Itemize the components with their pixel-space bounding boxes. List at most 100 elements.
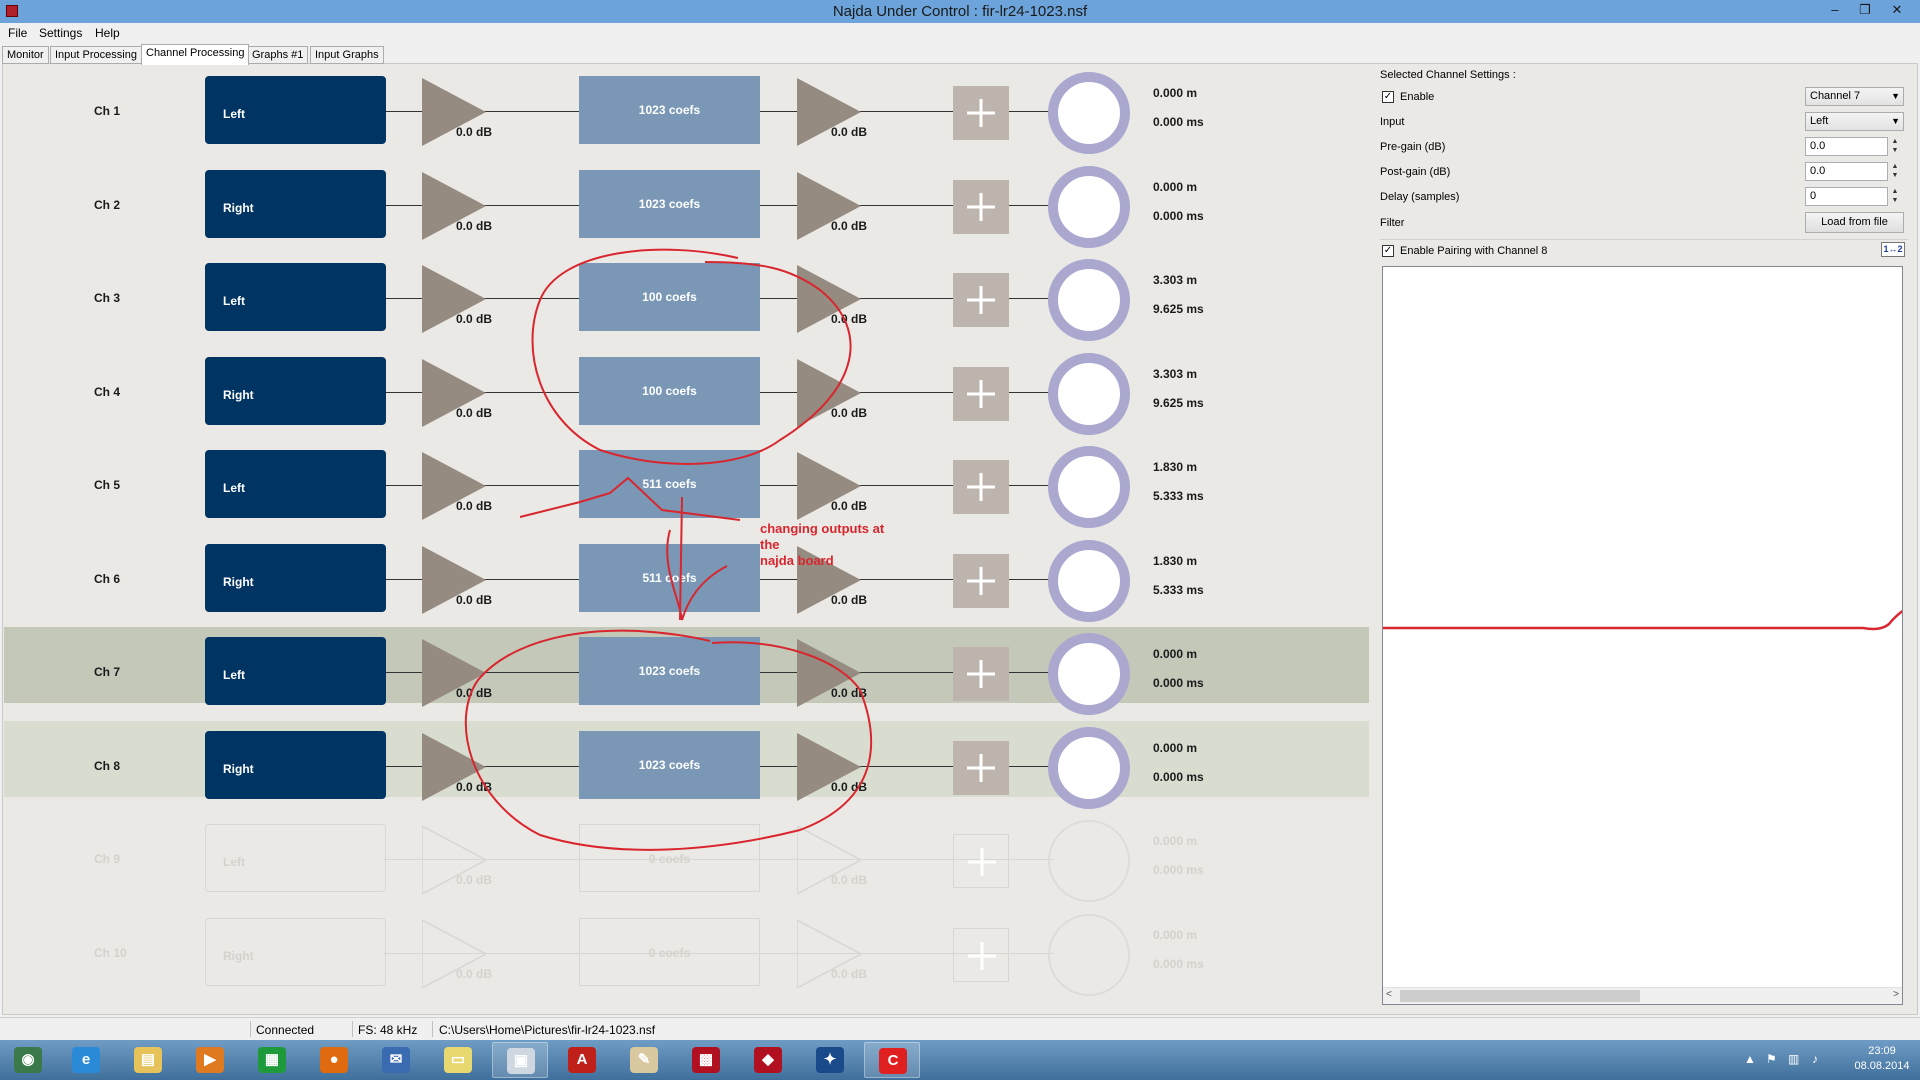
spin-arrows-icon[interactable]: ▲▼: [1891, 188, 1899, 204]
input-select[interactable]: Left▼: [1805, 112, 1904, 131]
input-source-block[interactable]: Left: [205, 76, 386, 144]
plus-icon[interactable]: [953, 460, 1009, 514]
output-ring-icon[interactable]: [1048, 353, 1130, 435]
channel-row-5[interactable]: Ch 5 Left 0.0 dB 511 coefs 0.0 dB 1.830 …: [4, 440, 1369, 528]
output-ring-icon[interactable]: [1048, 259, 1130, 341]
menu-file[interactable]: File: [8, 26, 28, 40]
pre-gain-triangle-icon[interactable]: [422, 452, 486, 520]
pre-gain-triangle-icon[interactable]: [422, 265, 486, 333]
output-ring-icon[interactable]: [1048, 820, 1130, 902]
plus-icon[interactable]: [953, 741, 1009, 795]
channel-row-1[interactable]: Ch 1 Left 0.0 dB 1023 coefs 0.0 dB 0.000…: [4, 66, 1369, 154]
taskbar-button-paint[interactable]: ✎: [616, 1042, 672, 1078]
maximize-button[interactable]: ❐: [1859, 2, 1871, 17]
spin-arrows-icon[interactable]: ▲▼: [1891, 163, 1899, 179]
clock[interactable]: 23:09 08.08.2014: [1850, 1044, 1914, 1074]
taskbar-button-diamond-app[interactable]: ◆: [740, 1042, 796, 1078]
channel-row-2[interactable]: Ch 2 Right 0.0 dB 1023 coefs 0.0 dB 0.00…: [4, 160, 1369, 248]
input-source-block[interactable]: Left: [205, 824, 386, 892]
input-source-block[interactable]: Right: [205, 731, 386, 799]
pre-gain-triangle-icon[interactable]: [422, 78, 486, 146]
app-icon[interactable]: [6, 5, 18, 17]
scroll-right-icon[interactable]: >: [1893, 989, 1899, 1000]
filter-response-graph[interactable]: < >: [1382, 266, 1903, 1005]
taskbar-button-firefox[interactable]: ●: [306, 1042, 362, 1078]
plus-icon[interactable]: [953, 86, 1009, 140]
output-ring-icon[interactable]: [1048, 727, 1130, 809]
channel-row-9[interactable]: Ch 9 Left 0.0 dB 0 coefs 0.0 dB 0.000 m …: [4, 814, 1369, 902]
taskbar-button-grid-app[interactable]: ▩: [678, 1042, 734, 1078]
pre-gain-triangle-icon[interactable]: [422, 826, 486, 894]
output-ring-icon[interactable]: [1048, 540, 1130, 622]
output-ring-icon[interactable]: [1048, 166, 1130, 248]
channel-row-10[interactable]: Ch 10 Right 0.0 dB 0 coefs 0.0 dB 0.000 …: [4, 908, 1369, 996]
plus-icon[interactable]: [953, 834, 1009, 888]
filter-block[interactable]: 511 coefs: [579, 544, 760, 612]
post-gain-triangle-icon[interactable]: [797, 452, 861, 520]
post-gain-triangle-icon[interactable]: [797, 546, 861, 614]
graph-horizontal-scrollbar[interactable]: < >: [1383, 987, 1902, 1004]
taskbar-button-najda-window[interactable]: ▣: [492, 1042, 548, 1078]
pre-gain-triangle-icon[interactable]: [422, 639, 486, 707]
taskbar-button-red-c-app[interactable]: C: [864, 1042, 920, 1078]
filter-block[interactable]: 0 coefs: [579, 918, 760, 986]
output-ring-icon[interactable]: [1048, 446, 1130, 528]
pairing-swap-button[interactable]: 1↔2: [1881, 242, 1905, 257]
scrollbar-thumb[interactable]: [1400, 990, 1640, 1002]
input-source-block[interactable]: Left: [205, 450, 386, 518]
pairing-checkbox[interactable]: ✓: [1382, 245, 1394, 257]
plus-icon[interactable]: [953, 273, 1009, 327]
filter-block[interactable]: 1023 coefs: [579, 637, 760, 705]
plus-icon[interactable]: [953, 928, 1009, 982]
pregain-spinbox[interactable]: 0.0▲▼: [1805, 137, 1898, 156]
pre-gain-triangle-icon[interactable]: [422, 359, 486, 427]
taskbar-button-internet-explorer[interactable]: e: [58, 1042, 114, 1078]
tab-input-graphs[interactable]: Input Graphs: [310, 46, 384, 64]
scroll-left-icon[interactable]: <: [1386, 989, 1392, 1000]
input-source-block[interactable]: Right: [205, 357, 386, 425]
spin-arrows-icon[interactable]: ▲▼: [1891, 138, 1899, 154]
post-gain-triangle-icon[interactable]: [797, 920, 861, 988]
pre-gain-triangle-icon[interactable]: [422, 920, 486, 988]
tab-input-processing[interactable]: Input Processing: [50, 46, 142, 64]
taskbar-button-thunderbird[interactable]: ✉: [368, 1042, 424, 1078]
input-source-block[interactable]: Right: [205, 544, 386, 612]
delay-spinbox[interactable]: 0▲▼: [1805, 187, 1898, 206]
taskbar-button-store[interactable]: ▦: [244, 1042, 300, 1078]
post-gain-triangle-icon[interactable]: [797, 78, 861, 146]
filter-block[interactable]: 1023 coefs: [579, 731, 760, 799]
filter-block[interactable]: 100 coefs: [579, 263, 760, 331]
channel-row-3[interactable]: Ch 3 Left 0.0 dB 100 coefs 0.0 dB 3.303 …: [4, 253, 1369, 341]
input-source-block[interactable]: Left: [205, 263, 386, 331]
load-from-file-button[interactable]: Load from file: [1805, 212, 1904, 233]
action-center-flag-icon[interactable]: ⚑: [1766, 1052, 1777, 1066]
input-source-block[interactable]: Right: [205, 170, 386, 238]
pre-gain-triangle-icon[interactable]: [422, 546, 486, 614]
taskbar-button-sticky-notes[interactable]: ▭: [430, 1042, 486, 1078]
output-ring-icon[interactable]: [1048, 72, 1130, 154]
menu-help[interactable]: Help: [95, 26, 120, 40]
close-button[interactable]: ✕: [1891, 2, 1903, 17]
pre-gain-triangle-icon[interactable]: [422, 733, 486, 801]
input-source-block[interactable]: Right: [205, 918, 386, 986]
taskbar-button-file-explorer[interactable]: ▤: [120, 1042, 176, 1078]
filter-block[interactable]: 1023 coefs: [579, 170, 760, 238]
post-gain-triangle-icon[interactable]: [797, 172, 861, 240]
tab-graphs-1[interactable]: Graphs #1: [247, 46, 309, 64]
menu-settings[interactable]: Settings: [39, 26, 83, 40]
plus-icon[interactable]: [953, 554, 1009, 608]
filter-block[interactable]: 0 coefs: [579, 824, 760, 892]
filter-block[interactable]: 511 coefs: [579, 450, 760, 518]
network-icon[interactable]: ▥: [1788, 1052, 1800, 1066]
taskbar-button-media-player[interactable]: ▶: [182, 1042, 238, 1078]
taskbar-button-design-app[interactable]: ✦: [802, 1042, 858, 1078]
enable-checkbox[interactable]: ✓: [1382, 91, 1394, 103]
volume-icon[interactable]: ♪: [1812, 1052, 1818, 1066]
output-ring-icon[interactable]: [1048, 633, 1130, 715]
minimize-button[interactable]: –: [1831, 2, 1839, 17]
input-source-block[interactable]: Left: [205, 637, 386, 705]
filter-block[interactable]: 100 coefs: [579, 357, 760, 425]
plus-icon[interactable]: [953, 647, 1009, 701]
channel-row-6[interactable]: Ch 6 Right 0.0 dB 511 coefs 0.0 dB 1.830…: [4, 534, 1369, 622]
channel-row-8[interactable]: Ch 8 Right 0.0 dB 1023 coefs 0.0 dB 0.00…: [4, 721, 1369, 809]
